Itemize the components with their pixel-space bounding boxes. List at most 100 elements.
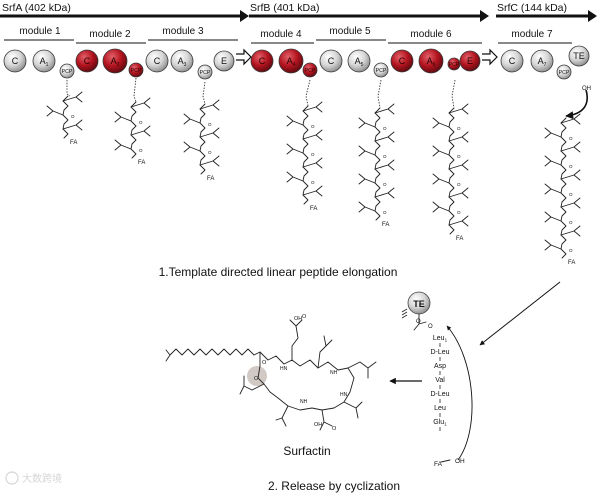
leu2-side-chain [239, 375, 265, 395]
domain-sphere-12 [278, 48, 304, 74]
transfer-arrow-srfb-srfc [482, 48, 498, 66]
dleu-side-chain [347, 361, 377, 379]
te-carbonyl-label: O [428, 324, 433, 330]
side-chain-module-5-7 [374, 187, 395, 199]
fa-label-module-4: FA [310, 206, 317, 212]
fa-label-module-3: FA [207, 176, 214, 182]
domain-sphere-7 [145, 49, 169, 73]
side-chain-module-6-9 [448, 215, 469, 227]
side-chain-module-5-5 [374, 159, 395, 171]
carbonyl-o-module-2-4: O [139, 148, 143, 153]
module-1-label: module 1 [19, 26, 61, 37]
te-oh-label: OH [582, 86, 591, 92]
residue-2: D-Leu [430, 349, 449, 356]
carbonyl-o-module-5-2: O [383, 126, 387, 131]
side-chain-module-5-8 [358, 201, 376, 213]
domain-label-19: PCP [449, 62, 460, 68]
tether-module-2 [133, 77, 137, 103]
backbone-module-6 [448, 107, 455, 235]
side-chain-module-3-5 [199, 155, 220, 167]
surfactin-o-1: O [302, 314, 307, 320]
side-chain-module-7-2 [544, 127, 562, 139]
te-attachment-hatch [401, 308, 408, 319]
domain-15: A5 [347, 49, 371, 73]
side-chain-module-3-4 [183, 141, 201, 153]
carbonyl-o-module-4-6: O [311, 180, 315, 185]
module-7-label: module 7 [511, 29, 553, 40]
domain-6: PCP [128, 62, 144, 78]
fa-label-module-7: FA [568, 260, 575, 266]
domain-11: C [250, 49, 274, 73]
fatty-acid-tail [169, 348, 261, 356]
domain-13: PCP [302, 62, 318, 78]
domain-sphere-20 [459, 50, 481, 72]
domain-sphere-9 [197, 64, 213, 80]
lactone-highlight [247, 366, 267, 386]
domain-7: C [145, 49, 169, 73]
module-6-label: module 6 [410, 29, 452, 40]
domain-12: A4 [278, 48, 304, 74]
side-chain-module-3-2 [183, 113, 201, 125]
glu-side-chain [289, 319, 303, 361]
side-chain-module-5-4 [358, 145, 376, 157]
side-chain-module-6-2 [432, 117, 450, 129]
surfactin-nh-3: NH [300, 399, 308, 405]
subunit-srfc-arrowhead [588, 10, 597, 22]
tether-module-4 [305, 79, 311, 107]
linear-oh-label: OH [455, 458, 465, 465]
domain-label-6: PCP [131, 68, 142, 74]
domain-9: PCP [197, 64, 213, 80]
domain-label-16: PCP [376, 68, 387, 74]
side-chain-module-2-2 [114, 111, 132, 123]
te-domain-label: TE [413, 299, 425, 309]
backbone-module-3 [199, 103, 206, 175]
domain-14: C [319, 49, 343, 73]
tether-module-1 [66, 80, 71, 97]
carbonyl-o-module-6-6: O [457, 182, 461, 187]
domain-label-20: E [467, 56, 473, 66]
peptide-chain-module-1: OFA [46, 91, 83, 146]
domain-10: E [213, 50, 235, 72]
domain-label-8: A3 [178, 56, 187, 68]
module-5-label: module 5 [329, 26, 371, 37]
domain-sphere-11 [250, 49, 274, 73]
domain-label-24: TE [573, 51, 585, 61]
domain-sphere-10 [213, 50, 235, 72]
surfactin-nh-1: HN [280, 366, 288, 372]
carbonyl-o-module-3-4: O [208, 150, 212, 155]
side-chain-module-7-9 [560, 225, 581, 237]
domain-label-10: E [221, 56, 227, 66]
release-arrow [479, 281, 561, 346]
domain-label-7: C [154, 56, 161, 66]
side-chain-module-5-2 [358, 117, 376, 129]
carbonyl-o-module-7-8: O [569, 220, 573, 225]
domain-sphere-13 [302, 62, 318, 78]
domain-8: A3 [170, 49, 194, 73]
domain-sphere-17 [390, 49, 414, 73]
tether-module-3 [202, 81, 206, 105]
step2-caption: 2. Release by cyclization [268, 479, 400, 493]
side-chain-module-5-3 [374, 131, 395, 143]
tether-module-6 [451, 79, 456, 109]
domain-label-23: PCP [559, 70, 570, 76]
surfactin-carbonyl-o: O [262, 360, 267, 366]
te-oxygen-label: O [416, 319, 421, 325]
domain-label-12: A4 [287, 56, 296, 68]
side-chain-module-6-1 [448, 103, 469, 115]
carbonyl-o-module-6-4: O [457, 154, 461, 159]
side-chain-module-2-3 [130, 125, 151, 137]
side-chain-module-7-7 [560, 197, 581, 209]
residue-4: Val [435, 377, 445, 384]
domain-label-4: C [84, 56, 91, 66]
domain-label-3: PCP [62, 69, 73, 75]
carbonyl-o-module-1-2: O [71, 114, 75, 119]
val-side-chain [343, 401, 363, 419]
domain-label-22: A7 [538, 56, 547, 68]
